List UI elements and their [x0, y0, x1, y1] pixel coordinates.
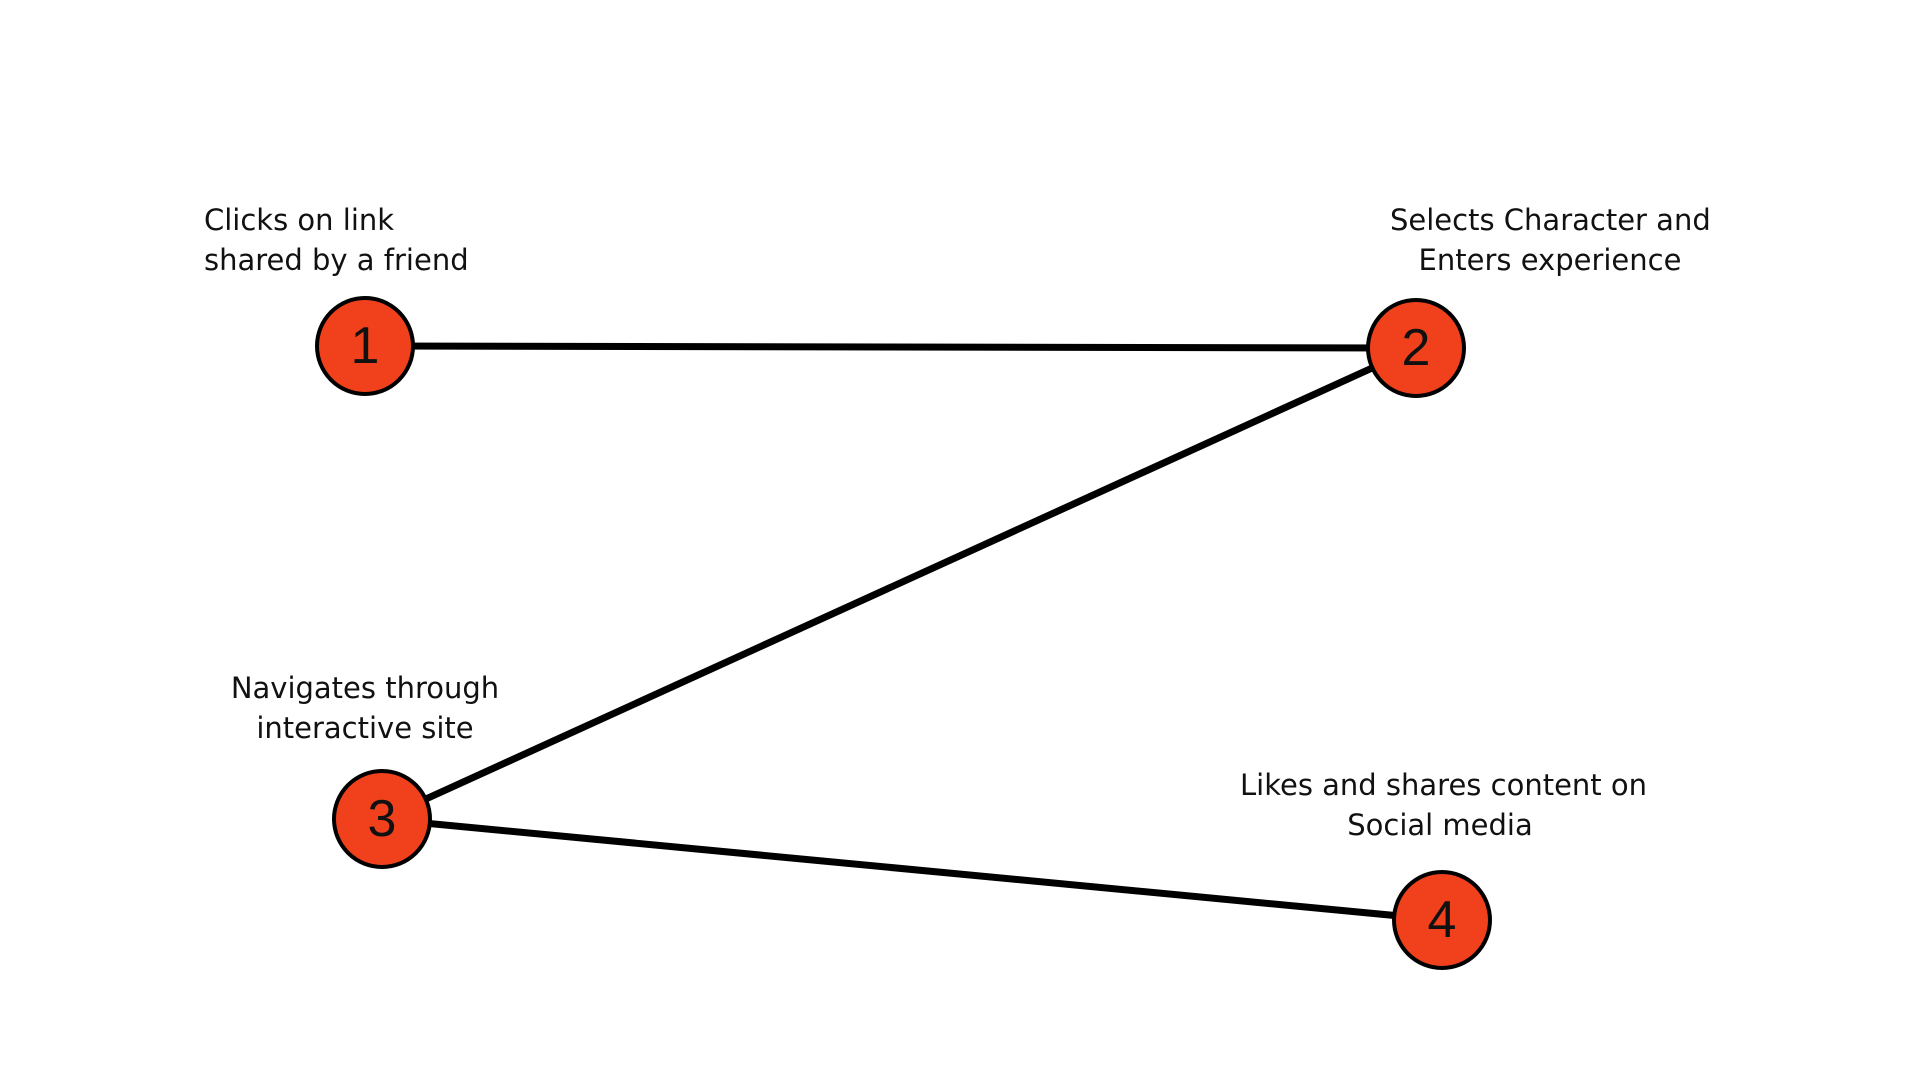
connector-1-2	[361, 342, 1420, 352]
step-3-node: 3	[332, 769, 432, 869]
step-3-label-line-2: interactive site	[256, 711, 474, 745]
step-2-label-line-1: Selects Character and	[1390, 203, 1711, 237]
step-4-node: 4	[1392, 870, 1492, 970]
step-4-label: Likes and shares content on Social media	[1240, 765, 1648, 845]
step-1-node: 1	[315, 296, 415, 396]
step-1-label-line-2: shared by a friend	[204, 243, 469, 277]
step-4-label-line-2: Social media	[1347, 808, 1533, 842]
step-4-label-line-1: Likes and shares content on	[1240, 768, 1648, 802]
step-2-label: Selects Character and Enters experience	[1390, 200, 1711, 280]
step-2-node: 2	[1366, 298, 1466, 398]
step-2-label-line-2: Enters experience	[1418, 243, 1682, 277]
step-3-label: Navigates through interactive site	[215, 668, 515, 748]
step-1-label: Clicks on link shared by a friend	[204, 200, 469, 280]
connector-2-3	[378, 344, 1420, 823]
step-3-label-line-1: Navigates through	[230, 671, 500, 705]
step-1-label-line-1: Clicks on link	[204, 203, 395, 237]
connector-3-4	[378, 815, 1446, 924]
